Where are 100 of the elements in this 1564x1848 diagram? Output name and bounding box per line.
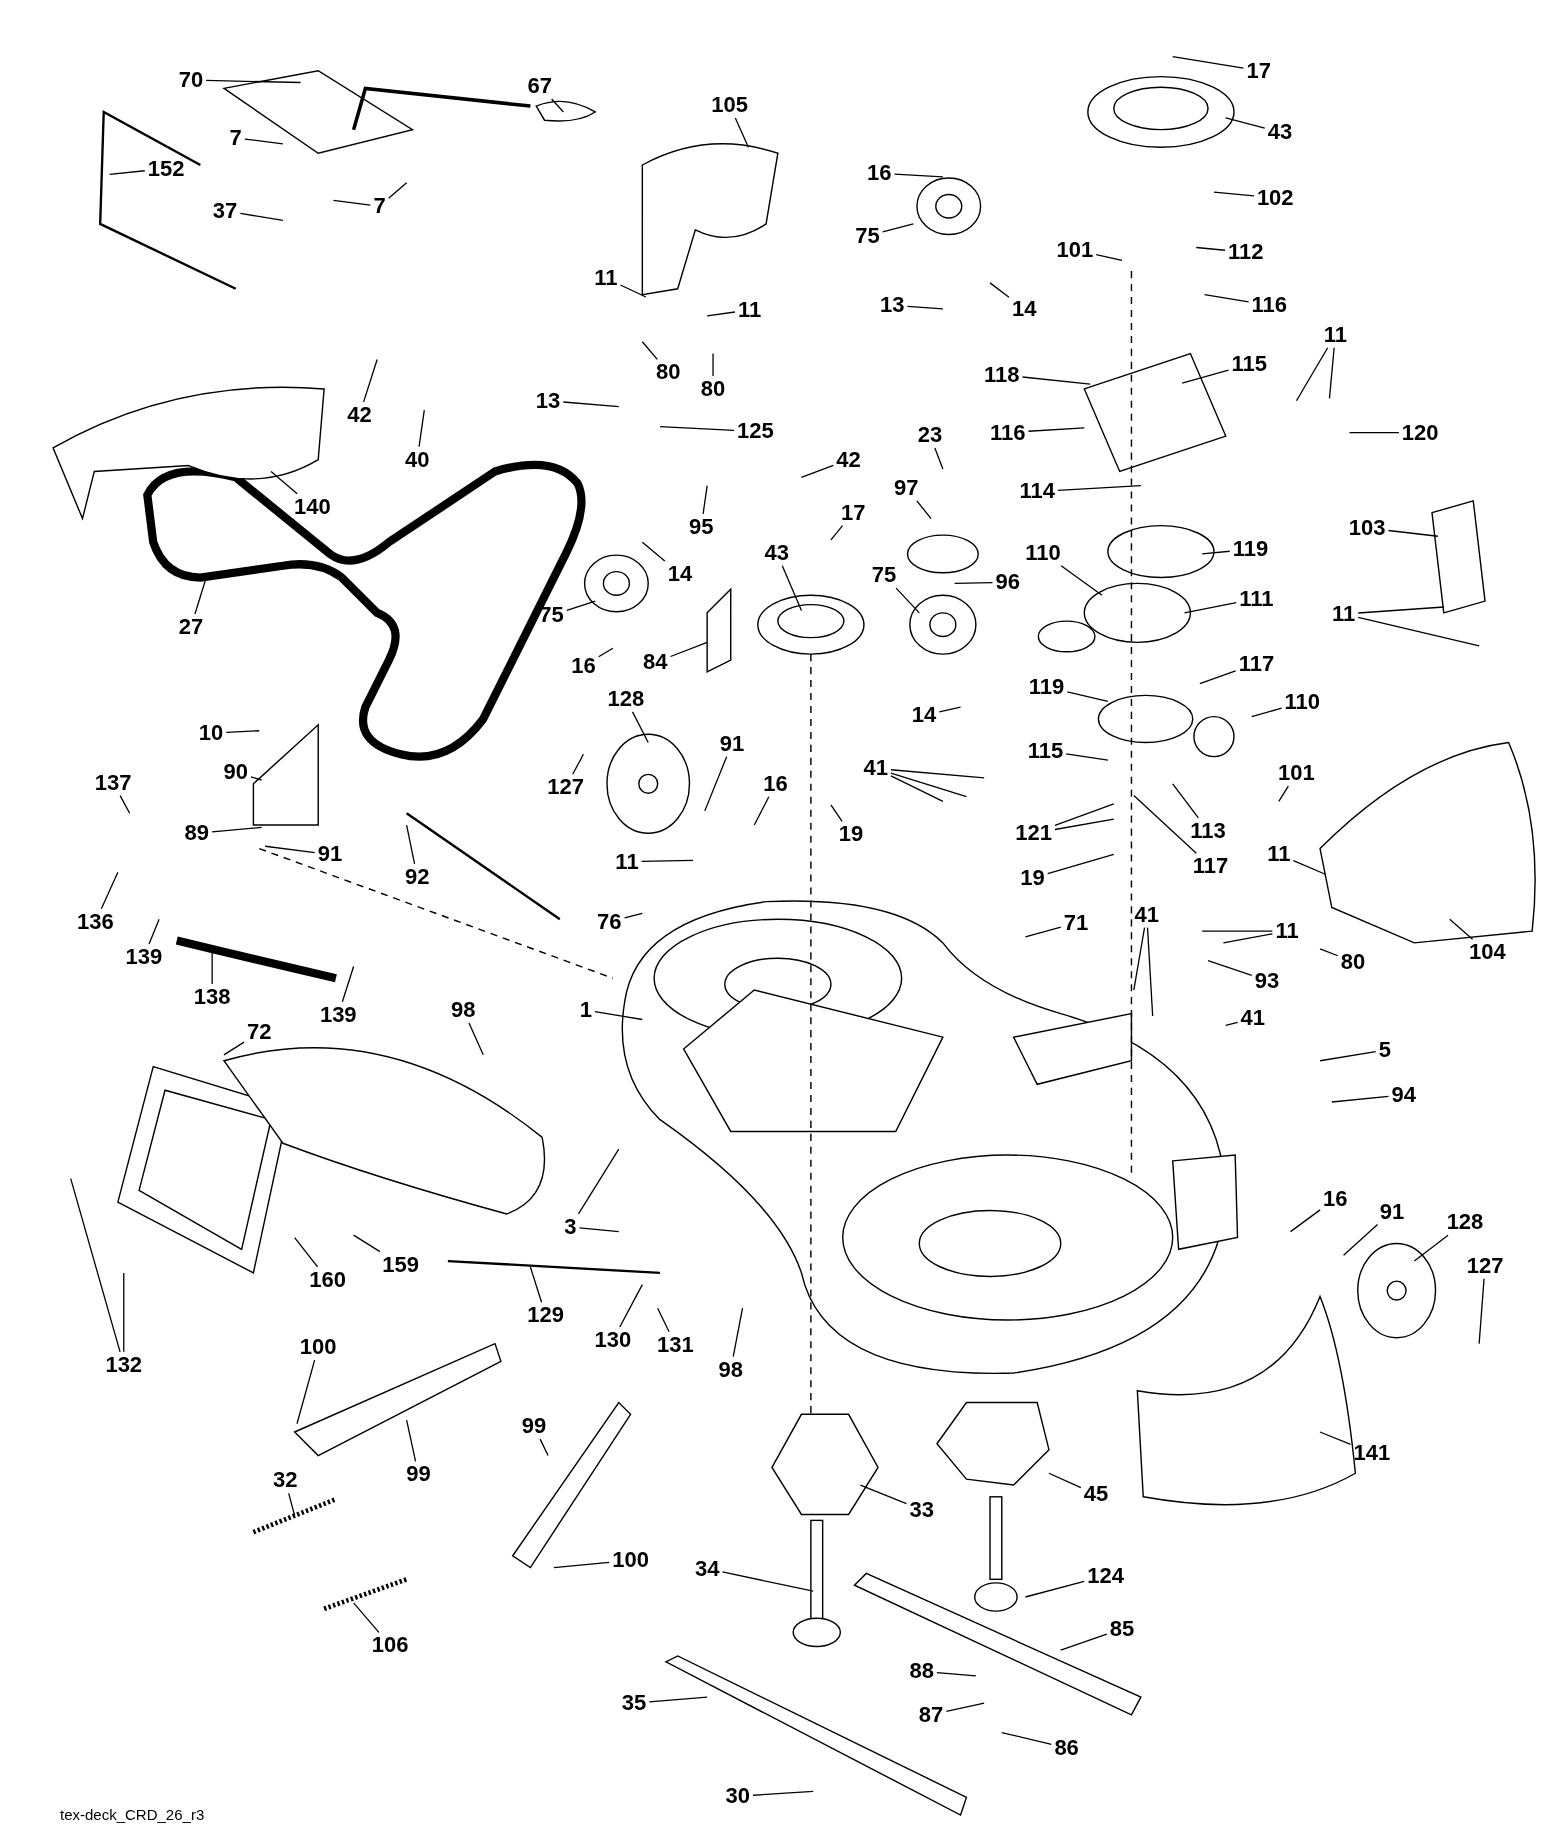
leader-line xyxy=(119,794,131,814)
callout-number: 17 xyxy=(841,500,866,525)
callout-number: 86 xyxy=(1054,1735,1079,1760)
callout-number: 88 xyxy=(909,1659,934,1684)
leader-line xyxy=(1328,347,1335,399)
callout-number: 71 xyxy=(1063,910,1089,935)
leader-line xyxy=(916,500,932,520)
callout-number: 115 xyxy=(1027,738,1064,763)
callout-number: 1 xyxy=(579,998,592,1023)
leader-line xyxy=(1047,853,1115,875)
leader-line xyxy=(352,1234,381,1253)
leader-line xyxy=(1060,1633,1108,1651)
leader-line xyxy=(1001,1731,1053,1745)
callout-number: 111 xyxy=(1239,586,1274,611)
callout-number: 80 xyxy=(656,360,681,385)
leader-line xyxy=(1199,670,1237,685)
leader-line xyxy=(657,1307,670,1333)
callout-number: 67 xyxy=(527,74,553,99)
leader-line xyxy=(1172,55,1245,69)
leader-line xyxy=(1172,783,1199,819)
callout-number: 91 xyxy=(1379,1199,1405,1224)
callout-number: 11 xyxy=(1267,842,1291,867)
callout-number: 23 xyxy=(917,422,943,447)
leader-line xyxy=(1021,376,1091,385)
leader-line xyxy=(332,199,372,206)
callout-number: 19 xyxy=(838,822,864,847)
callout-number: 34 xyxy=(694,1556,720,1581)
callout-number: 5 xyxy=(1378,1038,1391,1063)
leader-line xyxy=(578,1227,620,1233)
callout-number: 125 xyxy=(737,419,774,444)
leader-line xyxy=(468,1022,484,1056)
leader-line xyxy=(954,581,994,585)
leader-line xyxy=(70,1177,121,1353)
callout-number: 40 xyxy=(405,447,430,472)
callout-number: 119 xyxy=(1232,537,1269,562)
leader-line xyxy=(1054,803,1115,827)
callout-number: 130 xyxy=(594,1328,632,1353)
callout-number: 7 xyxy=(229,125,242,150)
callout-number: 112 xyxy=(1228,240,1264,265)
callout-number: 114 xyxy=(1019,479,1055,504)
callout-number: 90 xyxy=(223,759,248,784)
leader-line xyxy=(264,845,316,854)
leader-line xyxy=(1331,1095,1390,1103)
callout-number: 41 xyxy=(1134,902,1159,927)
callout-number: 11 xyxy=(1331,602,1356,627)
callout-number: 7 xyxy=(373,194,386,219)
leader-line xyxy=(1065,753,1109,761)
leader-line xyxy=(270,470,298,495)
callout-number: 98 xyxy=(450,998,476,1023)
callout-number: 113 xyxy=(1190,818,1226,843)
leader-line xyxy=(239,212,284,222)
callout-number: 127 xyxy=(547,775,585,800)
leader-line xyxy=(550,98,564,113)
callout-number: 95 xyxy=(689,514,714,539)
leader-line xyxy=(1342,1223,1379,1256)
callout-number: 139 xyxy=(319,1002,357,1027)
callout-number: 152 xyxy=(147,156,185,181)
leader-line xyxy=(539,1438,549,1457)
callout-number: 118 xyxy=(984,362,1020,387)
leader-line xyxy=(945,1702,985,1713)
leader-line xyxy=(1133,926,1146,991)
callout-number: 17 xyxy=(1246,58,1271,83)
leader-line xyxy=(641,859,694,862)
leader-line xyxy=(296,1359,316,1425)
callout-number: 27 xyxy=(178,615,204,639)
leader-line xyxy=(1357,606,1445,614)
leader-line xyxy=(619,1284,643,1328)
leader-line xyxy=(1413,1234,1449,1262)
callout-number: 110 xyxy=(1284,690,1321,715)
callout-number: 102 xyxy=(1256,186,1294,210)
leader-line xyxy=(1319,948,1339,957)
callout-number: 160 xyxy=(309,1267,346,1292)
callout-number: 137 xyxy=(94,770,132,795)
leader-line xyxy=(1066,691,1109,702)
leader-line xyxy=(1387,529,1439,537)
leader-line xyxy=(752,1790,814,1796)
leader-line xyxy=(641,541,666,562)
callout-number: 131 xyxy=(656,1332,694,1357)
callout-number: 19 xyxy=(1020,866,1045,891)
leader-line xyxy=(211,826,263,833)
leader-line xyxy=(1048,1472,1082,1489)
leader-line xyxy=(341,965,355,1003)
callout-number: 16 xyxy=(571,653,596,678)
leader-line xyxy=(1195,246,1226,251)
leader-line xyxy=(418,409,425,448)
leader-line xyxy=(890,769,985,779)
leader-line xyxy=(732,1307,744,1358)
callout-number: 99 xyxy=(521,1414,547,1439)
drawing-reference: tex-deck_CRD_26_r3 xyxy=(60,1806,205,1823)
callout-number: 33 xyxy=(909,1497,934,1522)
callout-number: 3 xyxy=(564,1214,577,1239)
leader-line xyxy=(352,1602,380,1633)
callout-number: 75 xyxy=(539,603,564,628)
leader-line xyxy=(288,1492,296,1517)
callout-number: 129 xyxy=(527,1303,565,1328)
leader-line xyxy=(641,341,658,361)
callout-number: 35 xyxy=(621,1691,647,1716)
leader-line xyxy=(890,772,968,798)
callout-number: 101 xyxy=(1056,237,1094,262)
leader-line xyxy=(659,426,735,431)
